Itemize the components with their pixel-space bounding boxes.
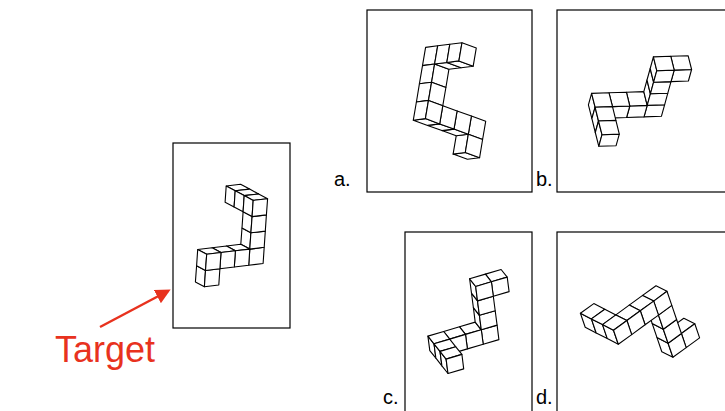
cube-figure [580,286,699,358]
cube-figure [588,56,691,147]
option-frame [557,232,725,411]
cube-figures [195,43,699,374]
cube-face [204,269,220,287]
cube-face [251,215,267,233]
cube-face [653,56,674,70]
cube-figure [428,270,509,374]
cube-face [466,330,484,349]
cube-face [220,251,236,269]
cube-face [243,196,253,217]
cube-face [491,277,509,296]
cube-face [425,100,442,124]
option-letter: c. [383,386,399,408]
cube-face [595,107,616,121]
cube-face [250,231,265,249]
cube-face [592,93,613,107]
target-frame [173,143,290,328]
option-letter: d. [536,386,553,408]
option-frame [557,10,725,192]
cube-face [465,134,482,157]
cube-face [252,199,268,217]
cube-figure [195,184,267,286]
cube-face [599,120,620,134]
cube-face [476,282,494,301]
cube-face [225,186,235,207]
cube-face [234,191,244,212]
cube-face [234,249,250,267]
cube-face [446,354,464,373]
option-letter: b. [536,168,553,190]
option-frame [367,10,532,192]
cube-face [647,93,668,105]
cube-face [650,82,671,94]
cube-face [206,253,222,271]
target-label: Target [55,330,155,370]
cube-face [459,43,476,66]
cube-figure [413,43,485,160]
option-letter: a. [334,168,351,190]
pointer-arrow [100,291,168,327]
option-frame [405,232,532,411]
cube-face [614,321,632,345]
cube-face [654,70,675,82]
cube-face [249,247,265,265]
cube-face [599,134,620,146]
